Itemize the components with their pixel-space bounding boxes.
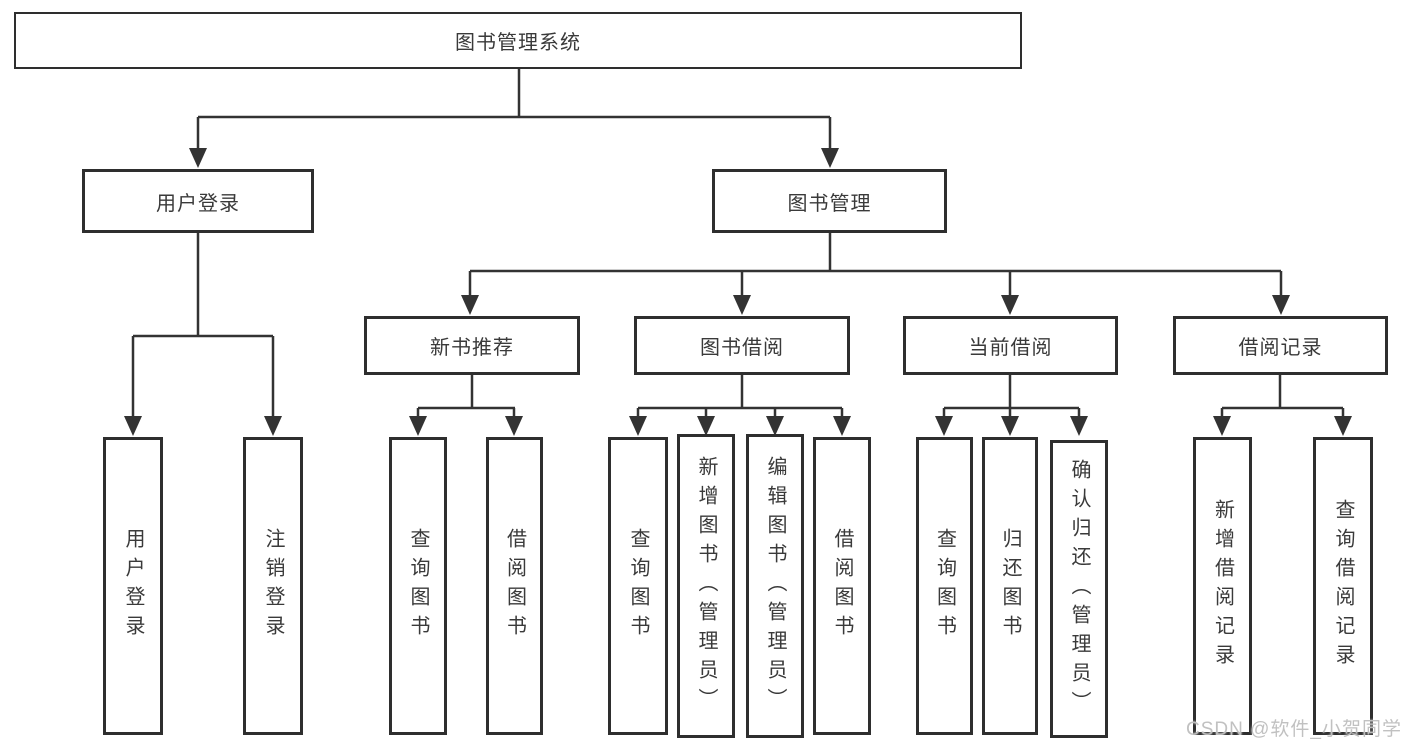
node-borrow-records: 借阅记录 bbox=[1173, 316, 1388, 375]
connector-new-books-to-leaves bbox=[409, 375, 523, 436]
leaf-borrow-books-borrowing-label: 借阅图书 bbox=[831, 528, 853, 644]
connector-borrowing-to-leaves bbox=[629, 375, 851, 436]
leaf-query-borrow-record-label: 查询借阅记录 bbox=[1332, 499, 1354, 673]
leaf-logout: 注销登录 bbox=[243, 437, 303, 735]
connector-root-to-level2 bbox=[189, 69, 839, 168]
watermark-text: CSDN @软件_小贺同学 bbox=[1186, 719, 1402, 740]
leaf-query-books-current: 查询图书 bbox=[916, 437, 973, 735]
leaf-query-books-current-label: 查询图书 bbox=[933, 528, 956, 644]
node-root: 图书管理系统 bbox=[14, 12, 1022, 69]
leaf-query-borrow-record: 查询借阅记录 bbox=[1313, 437, 1373, 735]
leaf-return-books-label: 归还图书 bbox=[999, 528, 1021, 644]
leaf-edit-book-admin-label: 编辑图书（管理员） bbox=[764, 455, 786, 717]
node-current-borrow: 当前借阅 bbox=[903, 316, 1118, 375]
node-current-borrow-label: 当前借阅 bbox=[968, 337, 1053, 359]
node-borrow-records-label: 借阅记录 bbox=[1238, 337, 1323, 359]
node-new-book-recommend: 新书推荐 bbox=[364, 316, 580, 375]
leaf-confirm-return-admin-label: 确认归还（管理员） bbox=[1068, 458, 1090, 720]
leaf-query-books-borrowing: 查询图书 bbox=[608, 437, 668, 735]
leaf-add-borrow-record-label: 新增借阅记录 bbox=[1211, 499, 1234, 673]
node-book-borrow: 图书借阅 bbox=[634, 316, 850, 375]
leaf-user-login: 用户登录 bbox=[103, 437, 163, 735]
leaf-confirm-return-admin: 确认归还（管理员） bbox=[1050, 440, 1108, 738]
leaf-query-books-borrowing-label: 查询图书 bbox=[627, 528, 649, 644]
leaf-borrow-books-newbooks-label: 借阅图书 bbox=[503, 528, 526, 644]
node-book-management-label: 图书管理 bbox=[787, 192, 872, 215]
leaf-add-borrow-record: 新增借阅记录 bbox=[1193, 437, 1252, 735]
leaf-borrow-books-newbooks: 借阅图书 bbox=[486, 437, 543, 735]
connector-current-to-leaves bbox=[935, 375, 1088, 436]
node-user-login-label: 用户登录 bbox=[156, 192, 240, 215]
leaf-borrow-books-borrowing: 借阅图书 bbox=[813, 437, 871, 735]
leaf-add-book-admin-label: 新增图书（管理员） bbox=[695, 455, 717, 717]
leaf-query-books-newbooks-label: 查询图书 bbox=[407, 528, 429, 644]
connector-records-to-leaves bbox=[1213, 375, 1352, 436]
leaf-logout-label: 注销登录 bbox=[262, 528, 284, 644]
node-new-book-recommend-label: 新书推荐 bbox=[430, 337, 514, 359]
node-user-login: 用户登录 bbox=[82, 169, 314, 233]
leaf-edit-book-admin: 编辑图书（管理员） bbox=[746, 434, 804, 738]
connector-book-mgmt-to-level3 bbox=[461, 233, 1290, 315]
node-book-management: 图书管理 bbox=[712, 169, 947, 233]
leaf-user-login-label: 用户登录 bbox=[122, 528, 144, 644]
node-root-label: 图书管理系统 bbox=[455, 32, 581, 54]
leaf-return-books: 归还图书 bbox=[982, 437, 1038, 735]
connector-user-login-to-leaves bbox=[124, 233, 282, 436]
leaf-add-book-admin: 新增图书（管理员） bbox=[677, 434, 735, 738]
node-book-borrow-label: 图书借阅 bbox=[700, 337, 784, 359]
leaf-query-books-newbooks: 查询图书 bbox=[389, 437, 447, 735]
